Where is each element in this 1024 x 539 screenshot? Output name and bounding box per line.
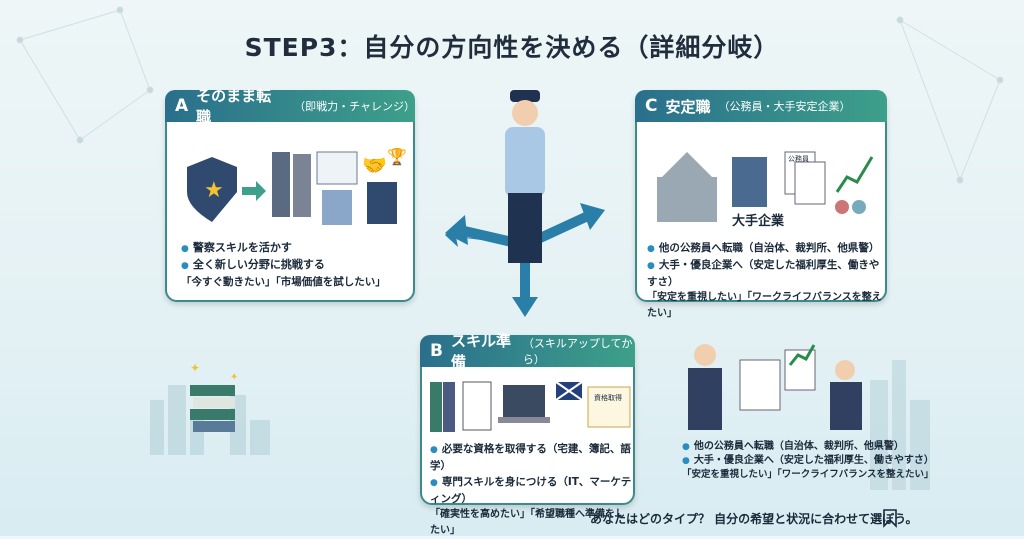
- card-c-stable-job: C 安定職 （公務員・大手安定企業） 大手企業 公務員 他の公務員へ転職（自治体…: [635, 90, 887, 319]
- arrow-left-icon: [445, 215, 468, 245]
- card-a-bullet: 全く新しい分野に挑戦する: [181, 257, 386, 274]
- officer-shirt: [505, 127, 545, 197]
- card-a-subtitle: （即戦力・チャレンジ）: [294, 100, 416, 113]
- scene-bullet: 大手・優良企業へ（安定した福利厚生、働きやすさ）: [682, 454, 934, 468]
- card-c-bullet: 大手・優良企業へ（安定した福利厚生、働きやすさ）: [647, 257, 885, 290]
- worker-icon: [322, 190, 352, 225]
- growth-chart-icon: [788, 344, 816, 366]
- card-b-subtitle: （スキルアップしてから）: [522, 337, 633, 366]
- books-icon: [430, 382, 442, 432]
- footer-text: あなたはどのタイプ？ 自分の希望と状況に合わせて選ぼう。: [590, 512, 918, 526]
- scene-bullet: 他の公務員へ転職（自治体、裁判所、他県警）: [682, 440, 934, 454]
- bookmark-icon[interactable]: [882, 508, 898, 528]
- suit-icon: [272, 152, 290, 217]
- card-b-letter: B: [430, 341, 443, 361]
- scene-quote: 「安定を重視したい」「ワークライフバランスを整えたい」: [682, 469, 934, 480]
- card-c-title: 安定職: [665, 97, 711, 116]
- officer-trousers: [508, 193, 542, 263]
- card-c-subtitle: （公務員・大手安定企業）: [718, 100, 851, 113]
- scene-text: 他の公務員へ転職（自治体、裁判所、他県警） 大手・優良企業へ（安定した福利厚生、…: [682, 440, 934, 482]
- police-cap: [510, 90, 540, 102]
- card-a-letter: A: [175, 96, 189, 116]
- card-b-header: B スキル準備 （スキルアップしてから）: [420, 332, 635, 371]
- card-c-bullet: 他の公務員へ転職（自治体、裁判所、他県警）: [647, 240, 885, 257]
- card-c-header: C 安定職 （公務員・大手安定企業）: [635, 90, 887, 122]
- arrow-down-icon: [512, 297, 538, 317]
- card-b-quote: 「確実性を高めたい」「希望職種へ準備をしたい」: [430, 509, 625, 536]
- police-badge-icon: [187, 157, 237, 222]
- svg-text:✦: ✦: [190, 361, 200, 375]
- skill-illustration: [430, 381, 631, 432]
- growth-chart-icon: [835, 156, 874, 193]
- card-a-bullet: 警察スキルを活かす: [181, 240, 386, 257]
- card-a-quote: 「今すぐ動きたい」「市場価値を試したい」: [181, 276, 386, 288]
- card-a-title: そのまま転職: [196, 87, 272, 126]
- stable-job-illustration: [657, 151, 874, 222]
- svg-text:✦: ✦: [230, 372, 238, 383]
- certificate-icon: [587, 386, 631, 428]
- police-officer-with-arrows: [445, 90, 605, 317]
- page-title: STEP3：自分の方向性を決める（詳細分岐）: [244, 33, 780, 62]
- card-b-bullet: 必要な資格を取得する（宅建、簿記、語学）: [430, 441, 633, 474]
- svg-text:★: ★: [204, 178, 224, 203]
- card-a-direct-job-change: A そのまま転職 （即戦力・チャレンジ） ★ 🤝 🏆 警察スキルを活かす 全く新…: [165, 87, 416, 302]
- government-building-icon: [657, 152, 717, 222]
- document-icon: [739, 359, 781, 411]
- certificate-label: 資格取得: [594, 394, 622, 402]
- career-change-illustration: ★ 🤝 🏆: [187, 147, 407, 225]
- business-people-scene: [688, 344, 862, 430]
- businessman: [688, 368, 722, 430]
- card-b-bullet: 専門スキルを身につける（IT、マーケティング）: [430, 474, 633, 507]
- laptop-icon: [503, 385, 545, 417]
- checklist-icon: [462, 381, 492, 431]
- card-b-skill-preparation: B スキル準備 （スキルアップしてから） 資格取得 必要な資格を取得する（宅建、…: [420, 332, 635, 536]
- trophy-icon: 🏆: [387, 147, 407, 166]
- company-label: 大手企業: [732, 214, 785, 229]
- card-b-title: スキル準備: [450, 332, 511, 371]
- card-c-quote: 「安定を重視したい」「ワークライフバランスを整えたい」: [647, 292, 882, 319]
- arrow-icon: [242, 181, 266, 201]
- handshake-icon: 🤝: [362, 153, 387, 177]
- document-label: 公務員: [788, 155, 809, 163]
- office-building-icon: [732, 157, 767, 207]
- businesswoman: [830, 382, 862, 430]
- books-stack-icon: ✦✦: [190, 361, 238, 432]
- card-c-letter: C: [645, 96, 658, 116]
- chart-screen-icon: [316, 151, 358, 185]
- arrow-right-icon: [580, 203, 605, 230]
- card-a-header: A そのまま転職 （即戦力・チャレンジ）: [165, 87, 416, 126]
